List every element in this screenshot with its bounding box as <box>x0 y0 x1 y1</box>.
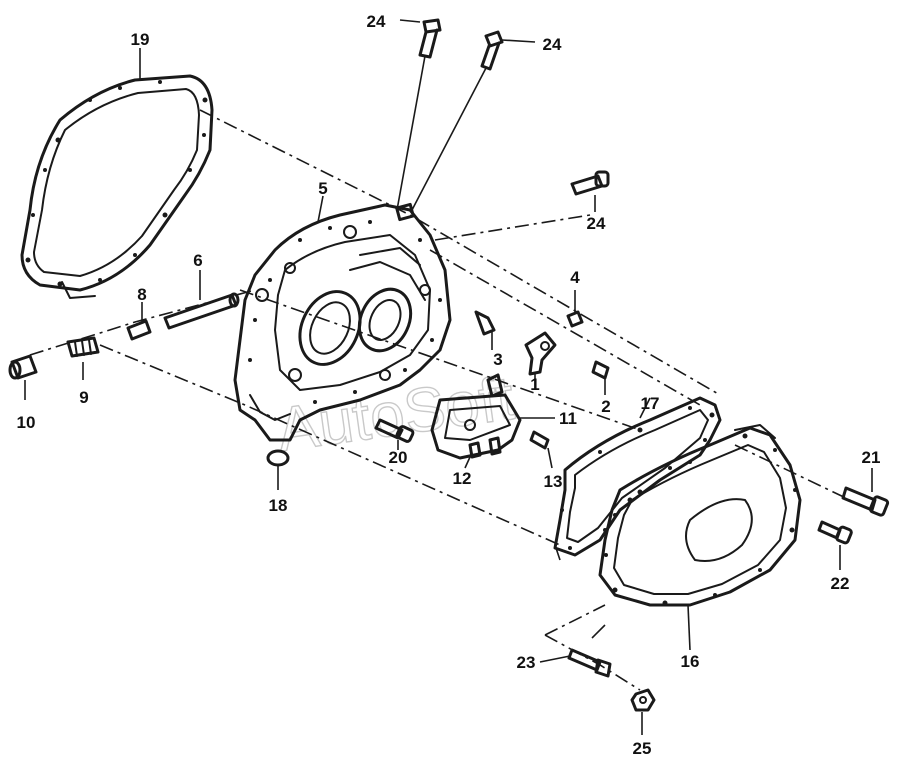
side-cover-16 <box>598 424 802 651</box>
label-23: 23 <box>517 653 536 672</box>
leader-lines <box>24 19 651 639</box>
bolt-22 <box>817 520 853 570</box>
dowel-4 <box>566 290 584 328</box>
bracket-11-12 <box>430 373 555 469</box>
pin-6 <box>163 292 240 330</box>
bolt-24-top <box>396 18 442 211</box>
label-1: 1 <box>530 375 539 394</box>
label-12: 12 <box>453 469 472 488</box>
bolt-24-right <box>411 30 536 211</box>
label-16: 16 <box>681 652 700 671</box>
label-6: 6 <box>193 251 202 270</box>
label-22: 22 <box>831 574 850 593</box>
label-19: 19 <box>131 30 150 49</box>
bolt-21 <box>841 468 890 517</box>
label-24-right: 24 <box>543 35 562 54</box>
label-20: 20 <box>389 448 408 467</box>
dowel-8 <box>126 319 152 341</box>
stud-23 <box>539 648 612 678</box>
label-11: 11 <box>559 409 577 428</box>
gasket-17 <box>553 396 722 557</box>
label-9: 9 <box>79 388 88 407</box>
cap-18 <box>266 449 290 467</box>
callout-labels: 19 24 24 24 5 6 8 9 10 18 20 3 1 4 2 11 … <box>17 12 881 758</box>
label-13: 13 <box>544 472 563 491</box>
nut-25 <box>630 688 656 735</box>
label-5: 5 <box>318 179 327 198</box>
bolt-24-mid <box>570 170 610 196</box>
label-8: 8 <box>137 285 146 304</box>
spring-9 <box>66 336 100 358</box>
label-2: 2 <box>601 397 610 416</box>
plug-10 <box>8 354 38 380</box>
label-10: 10 <box>17 413 36 432</box>
bolt-20 <box>374 418 415 443</box>
bolt-13 <box>529 430 553 469</box>
label-17: 17 <box>641 394 660 413</box>
bolt-2 <box>591 360 610 395</box>
case-cover-5 <box>233 202 452 442</box>
lever-1 <box>524 331 557 390</box>
label-21: 21 <box>862 448 881 467</box>
gasket-19 <box>20 74 214 299</box>
label-25: 25 <box>633 739 652 758</box>
label-24-mid: 24 <box>587 214 606 233</box>
bolt-3 <box>474 310 496 350</box>
label-3: 3 <box>493 350 502 369</box>
label-4: 4 <box>570 268 580 287</box>
label-24-top: 24 <box>367 12 386 31</box>
label-18: 18 <box>269 496 288 515</box>
